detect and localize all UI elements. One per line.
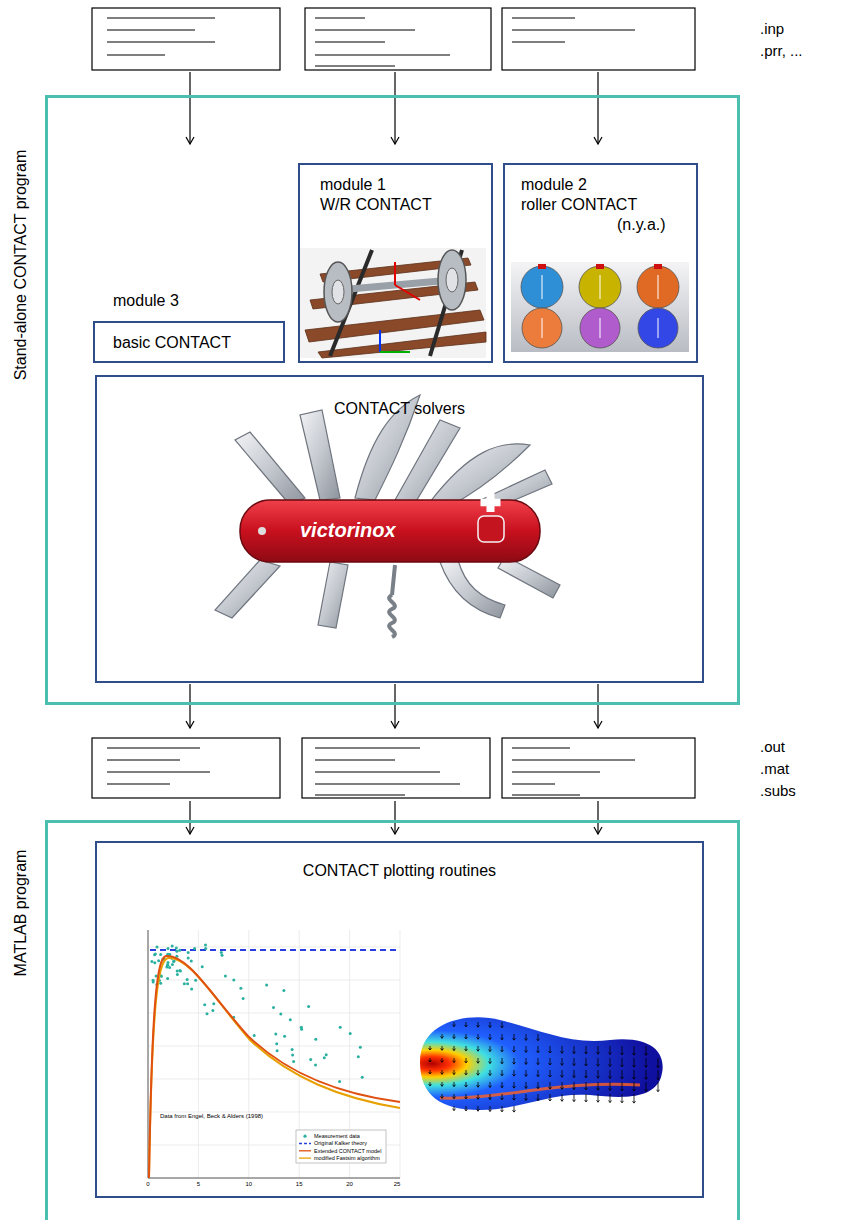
- box-text: basic CONTACT: [113, 333, 231, 352]
- legend-sample: [303, 1135, 306, 1138]
- box-title: module 3: [113, 291, 179, 310]
- legend-text: Original Kalker theory: [314, 1140, 367, 1147]
- program-frame: MATLAB programCONTACT plotting routines: [45, 820, 740, 1220]
- box-text: (n.y.a.): [617, 215, 666, 234]
- box-text: roller CONTACT: [521, 195, 637, 214]
- axis-tick: 10: [245, 1180, 252, 1188]
- solvers-box: CONTACT solvers: [95, 375, 704, 683]
- file-extension: .prr, ...: [760, 42, 803, 59]
- file-extension: .subs: [760, 782, 796, 799]
- legend-text: modified Fastsim algorithm: [314, 1155, 380, 1162]
- axis-tick: 25: [394, 1180, 401, 1188]
- axis-tick: 5: [197, 1180, 200, 1188]
- plotting-box: CONTACT plotting routines: [95, 841, 704, 1198]
- chart-note: Data from Engel, Beck & Alders (1998): [160, 1112, 263, 1120]
- module-box: module 1W/R CONTACT: [298, 163, 493, 363]
- legend-text: Extended CONTACT model: [314, 1148, 381, 1155]
- frame-title: Stand-alone CONTACT program: [11, 150, 30, 381]
- box-text: W/R CONTACT: [320, 195, 432, 214]
- legend-sample: [299, 1157, 311, 1158]
- brand-name: victorinox: [300, 519, 396, 541]
- box-title: CONTACT solvers: [97, 399, 702, 418]
- box-title: module 2: [521, 175, 587, 194]
- module-box: module 3basic CONTACT: [93, 321, 285, 363]
- axis-tick: 0: [146, 1180, 149, 1188]
- frame-title: MATLAB program: [11, 850, 30, 977]
- file-extension: .out: [760, 738, 785, 755]
- file-extension: .inp: [760, 20, 784, 37]
- box-title: module 1: [320, 175, 386, 194]
- axis-tick: 20: [346, 1180, 353, 1188]
- file-extension: .mat: [760, 760, 789, 777]
- legend-text: Measurement data: [314, 1133, 360, 1140]
- legend-sample: [299, 1143, 311, 1144]
- legend-sample: [299, 1150, 311, 1151]
- program-frame: Stand-alone CONTACT programmodule 3basic…: [45, 95, 740, 705]
- axis-tick: 15: [296, 1180, 303, 1188]
- box-title: CONTACT plotting routines: [97, 861, 702, 880]
- module-box: module 2roller CONTACT(n.y.a.): [503, 163, 698, 363]
